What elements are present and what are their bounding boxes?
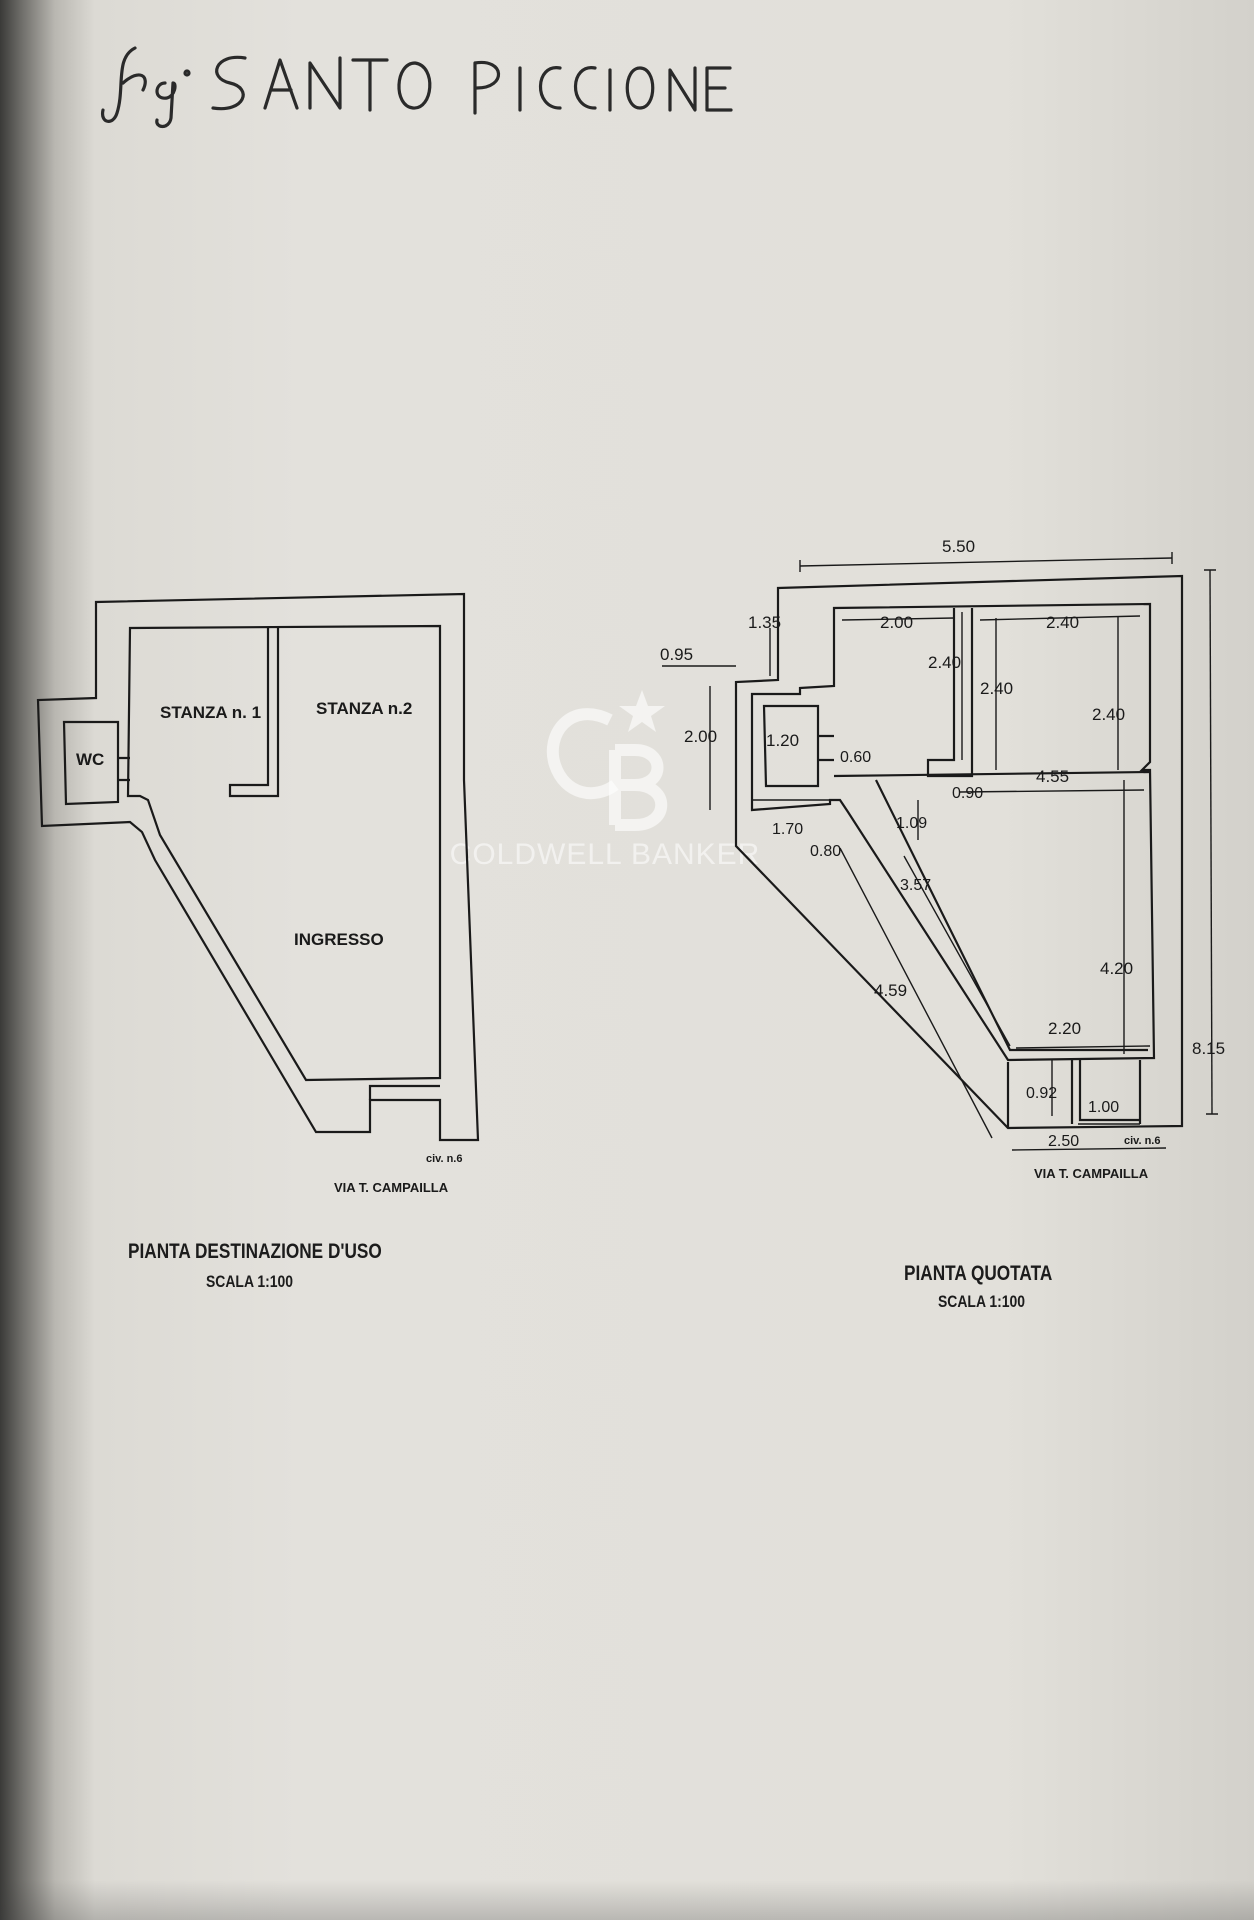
right-inner-wall [750,602,1156,1062]
wc-box [62,720,120,806]
right-dimension-lines [662,552,1218,1151]
dim-overall-height: 8.15 [1192,1039,1225,1058]
dim-wall-gap: 0.60 [840,749,871,766]
left-inner-wall [126,624,442,1082]
dim-bottom-outer: 2.50 [1048,1133,1079,1150]
dim-room2-height: 2.40 [1092,705,1125,724]
room-label-stanza1: STANZA n. 1 [160,703,261,722]
dim-small-diag: 1.09 [896,815,927,832]
dim-hall-width: 4.55 [1036,767,1069,786]
right-outer-wall [734,574,1184,1130]
dim-step-height: 0.92 [1026,1085,1057,1102]
dim-overall-width: 5.50 [942,537,975,556]
right-wc-box [762,704,820,788]
left-street-label: VIA T. CAMPAILLA [334,1180,449,1195]
dim-wall-thick: 0.80 [810,843,841,860]
dim-wc-height: 2.00 [684,727,717,746]
right-entry [1006,1060,1142,1128]
dim-wc-width: 0.95 [660,645,693,664]
left-civ-label: civ. n.6 [426,1153,462,1165]
room-label-wc: WC [76,750,104,769]
right-street-label: VIA T. CAMPAILLA [1034,1166,1149,1181]
page-shadow [0,1880,1254,1920]
room-label-ingresso: INGRESSO [294,930,384,949]
dim-bottom-inner: 2.20 [1048,1019,1081,1038]
partition-1 [228,628,280,798]
dim-room2-width: 2.40 [1046,613,1079,632]
dim-room1-height: 2.40 [928,653,961,672]
left-floor-plan [36,592,480,1142]
dim-top-left-offset: 1.35 [748,613,781,632]
dim-diag-outer: 4.59 [874,981,907,1000]
left-plan-title: PIANTA DESTINAZIONE D'USO [128,1240,382,1263]
dim-hall-depth: 4.20 [1100,959,1133,978]
dim-door: 0.90 [952,785,983,802]
left-plan-scale: SCALA 1:100 [206,1272,294,1291]
left-outer-wall [36,592,480,1142]
dim-partition-height: 2.40 [980,679,1013,698]
right-partition [926,608,974,778]
handwritten-signature [100,46,733,129]
right-floor-plan [734,574,1184,1130]
partition-door [368,1084,440,1100]
dim-diag-inner: 3.57 [900,877,931,894]
right-civ-label: civ. n.6 [1124,1135,1160,1147]
right-plan-title: PIANTA QUOTATA [904,1262,1053,1285]
right-plan-scale: SCALA 1:100 [938,1292,1026,1311]
dim-left-run: 1.70 [772,821,803,838]
room-label-stanza2: STANZA n.2 [316,699,412,718]
dim-step-width: 1.00 [1088,1099,1119,1116]
dim-wc-inner: 1.20 [766,731,799,750]
dim-room1-width: 2.00 [880,613,913,632]
